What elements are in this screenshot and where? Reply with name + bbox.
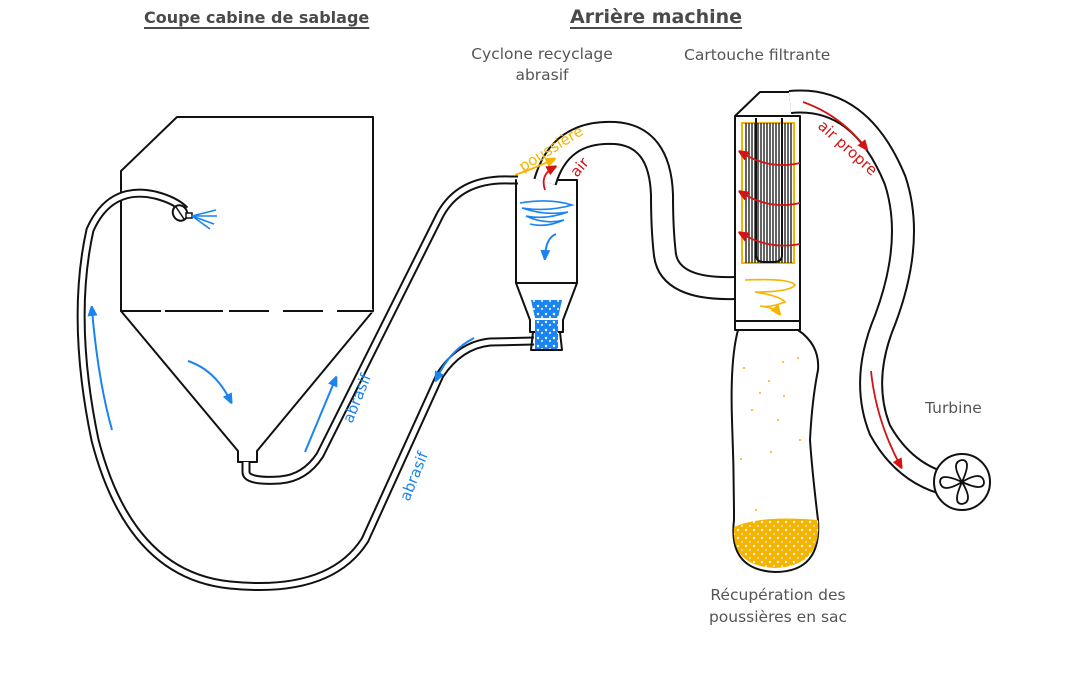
cyclone-vortex-icon — [519, 200, 575, 256]
dust-fall-arrow — [744, 278, 796, 312]
cyclone-label-line1: Cyclone recyclage — [471, 45, 613, 63]
cabin-section-heading: Coupe cabine de sablage — [144, 8, 370, 27]
turbine-label: Turbine — [925, 399, 982, 417]
abrasive-flow-arrows — [92, 310, 475, 453]
dust-bag — [730, 329, 820, 573]
filter-air-arrows — [742, 153, 801, 247]
abrasive-feed-pipe — [76, 188, 535, 592]
blast-nozzle — [171, 204, 193, 222]
cartridge-label: Cartouche filtrante — [684, 46, 831, 64]
abrasive-suction-pipe — [241, 175, 518, 485]
dust-bag-label: Récupération des poussières en sac — [683, 584, 873, 628]
dust-bag-label-line2: poussières en sac — [708, 608, 848, 626]
cyclone — [515, 179, 578, 351]
clean-air-arrows — [802, 101, 900, 465]
cyclone-label: Cyclone recyclage abrasif — [452, 44, 632, 86]
dust-air-arrows — [514, 160, 553, 191]
filter-cartridge — [741, 118, 795, 264]
blasting-cabin — [120, 116, 374, 463]
abrasive-spray-icon — [191, 209, 217, 230]
turbine-icon — [933, 453, 991, 511]
machine-section-heading: Arrière machine — [570, 6, 743, 28]
dust-bag-label-line1: Récupération des — [710, 586, 846, 604]
cyclone-label-line2: abrasif — [515, 66, 569, 84]
air-transfer-pipe — [533, 120, 736, 301]
